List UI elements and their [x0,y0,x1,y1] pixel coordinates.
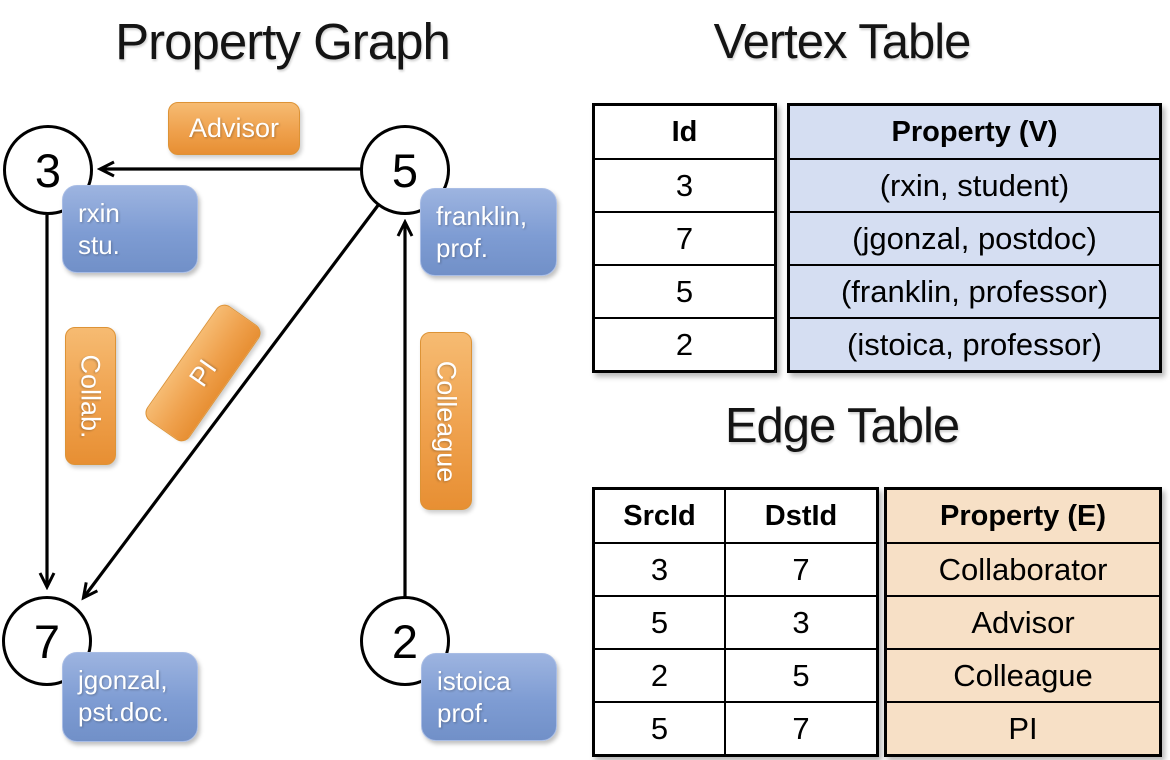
vertex-property-box-2: istoica prof. [421,653,557,741]
table-cell: (istoica, professor) [790,317,1159,370]
edge-table-title: Edge Table [724,399,960,453]
table-cell: 5 [595,701,724,754]
vertex-property-box-3: rxin stu. [62,185,198,273]
table-cell: (jgonzal, postdoc) [790,211,1159,264]
table-cell: Collaborator [887,542,1159,595]
table-cell: 7 [595,211,774,264]
vertex-property-box-5: franklin, prof. [420,188,557,276]
property-line: istoica [437,666,511,696]
edge-label-collab: Collab. [65,327,116,465]
edge-label-text: Collab. [76,353,107,439]
table-cell: 7 [724,701,876,754]
table-cell: (franklin, professor) [790,264,1159,317]
column-header-property-e: Property (E) [940,499,1106,532]
table-cell: 5 [724,648,876,701]
edge-table: SrcId DstId 3 7 5 3 2 5 5 7 Property (E)… [592,487,1162,757]
edge-table-id-columns: SrcId DstId 3 7 5 3 2 5 5 7 [592,487,879,757]
vertex-id: 7 [33,614,61,668]
vertex-property-box-7: jgonzal, pst.doc. [62,652,198,742]
table-cell: Advisor [887,595,1159,648]
graph-edges [0,0,585,760]
vertex-node-2: 2 [360,596,450,686]
column-header-srcid: SrcId [623,499,696,532]
vertex-id: 5 [391,143,419,197]
table-cell: 2 [595,648,724,701]
edge-label-text: Advisor [188,113,280,143]
graph-panel-title: Property Graph [115,13,451,70]
table-cell: 3 [595,542,724,595]
table-cell: 2 [595,317,774,370]
edge-table-property-column: Property (E) Collaborator Advisor Collea… [884,487,1162,757]
vertex-table: Id 3 7 5 2 Property (V) (rxin, student) … [592,103,1162,373]
property-line: jgonzal, [78,665,168,695]
vertex-id: 2 [391,614,419,668]
table-cell: 3 [724,595,876,648]
edge-label-text: Colleague [431,360,462,482]
vertex-table-id-column: Id 3 7 5 2 [592,103,777,373]
vertex-node-5: 5 [360,125,450,215]
table-cell: 3 [595,158,774,211]
table-cell: 7 [724,542,876,595]
table-cell: Colleague [887,648,1159,701]
vertex-table-title: Vertex Table [713,15,972,69]
table-cell: 5 [595,264,774,317]
column-header-dstid: DstId [724,490,876,542]
column-header-id: Id [671,115,698,148]
property-line: prof. [436,233,489,263]
edge-label-advisor: Advisor [168,102,300,155]
table-cell: 5 [595,595,724,648]
vertex-id: 3 [34,143,62,197]
table-cell: (rxin, student) [790,158,1159,211]
property-line: franklin, [436,201,528,231]
property-line: prof. [437,698,490,728]
edge-label-colleague: Colleague [420,332,472,510]
property-line: pst.doc. [78,697,170,727]
vertex-table-property-column: Property (V) (rxin, student) (jgonzal, p… [787,103,1162,373]
property-line: stu. [78,230,120,260]
property-line: rxin [78,198,120,228]
column-header-property-v: Property (V) [891,115,1058,148]
edge-5-to-7 [84,203,381,597]
table-cell: PI [887,701,1159,754]
edge-label-text: PI [182,353,223,392]
